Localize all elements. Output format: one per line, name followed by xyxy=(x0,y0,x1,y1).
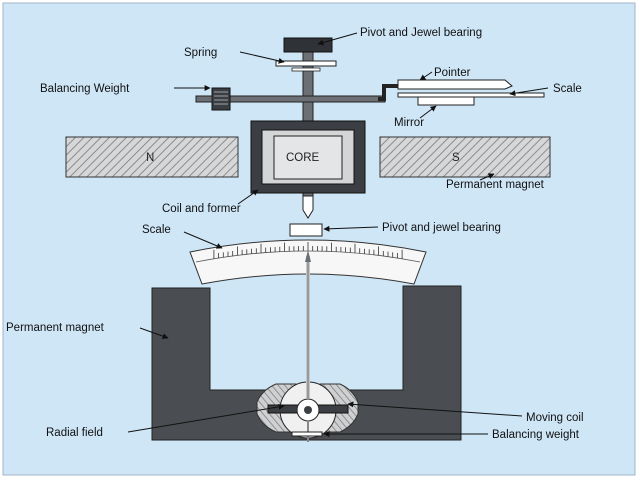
label-moving-coil: Moving coil xyxy=(526,412,584,424)
top-jewel-bearing xyxy=(283,37,333,53)
label-spring: Spring xyxy=(184,47,217,59)
label-coil-and-former: Coil and former xyxy=(162,203,241,215)
label-pointer: Pointer xyxy=(434,67,471,79)
label-scale-bottom: Scale xyxy=(142,224,171,236)
weight-threads xyxy=(214,91,228,105)
lower-jewel-bearing xyxy=(289,223,323,237)
label-pivot-top: Pivot and Jewel bearing xyxy=(360,27,482,39)
control-spring xyxy=(275,60,337,67)
spring-lower xyxy=(291,67,321,72)
label-permanent-magnet-top: Permanent magnet xyxy=(446,179,545,191)
pointer xyxy=(397,79,513,90)
lower-pivot xyxy=(302,195,314,219)
label-radial-field: Radial field xyxy=(46,427,103,439)
pointer-arm xyxy=(204,95,386,103)
scale-ticks xyxy=(213,242,403,259)
label-pivot-bottom: Pivot and jewel bearing xyxy=(382,222,501,234)
coil-axle xyxy=(304,406,312,414)
label-pole-s: S xyxy=(452,152,460,164)
scale-strip xyxy=(397,92,545,98)
label-balancing-weight-top: Balancing Weight xyxy=(40,83,130,95)
label-balancing-weight-bottom: Balancing weight xyxy=(492,429,580,441)
label-scale-top: Scale xyxy=(553,83,582,95)
weight-rod-end xyxy=(195,95,213,103)
pointer-step xyxy=(378,84,400,101)
needle-tip xyxy=(305,250,311,262)
bottom-balancing-weight xyxy=(291,431,323,437)
label-pole-n: N xyxy=(146,152,154,164)
mirror xyxy=(417,96,475,106)
label-permanent-magnet-bottom: Permanent magnet xyxy=(6,322,105,334)
leader-lines xyxy=(127,32,549,437)
magnet-pole-n xyxy=(65,136,239,178)
balancing-weight-block xyxy=(211,87,231,111)
u-permanent-magnet xyxy=(151,285,462,441)
core xyxy=(273,135,343,180)
magnet-pole-s xyxy=(379,136,551,178)
label-core: CORE xyxy=(286,152,320,164)
label-mirror: Mirror xyxy=(394,117,424,129)
